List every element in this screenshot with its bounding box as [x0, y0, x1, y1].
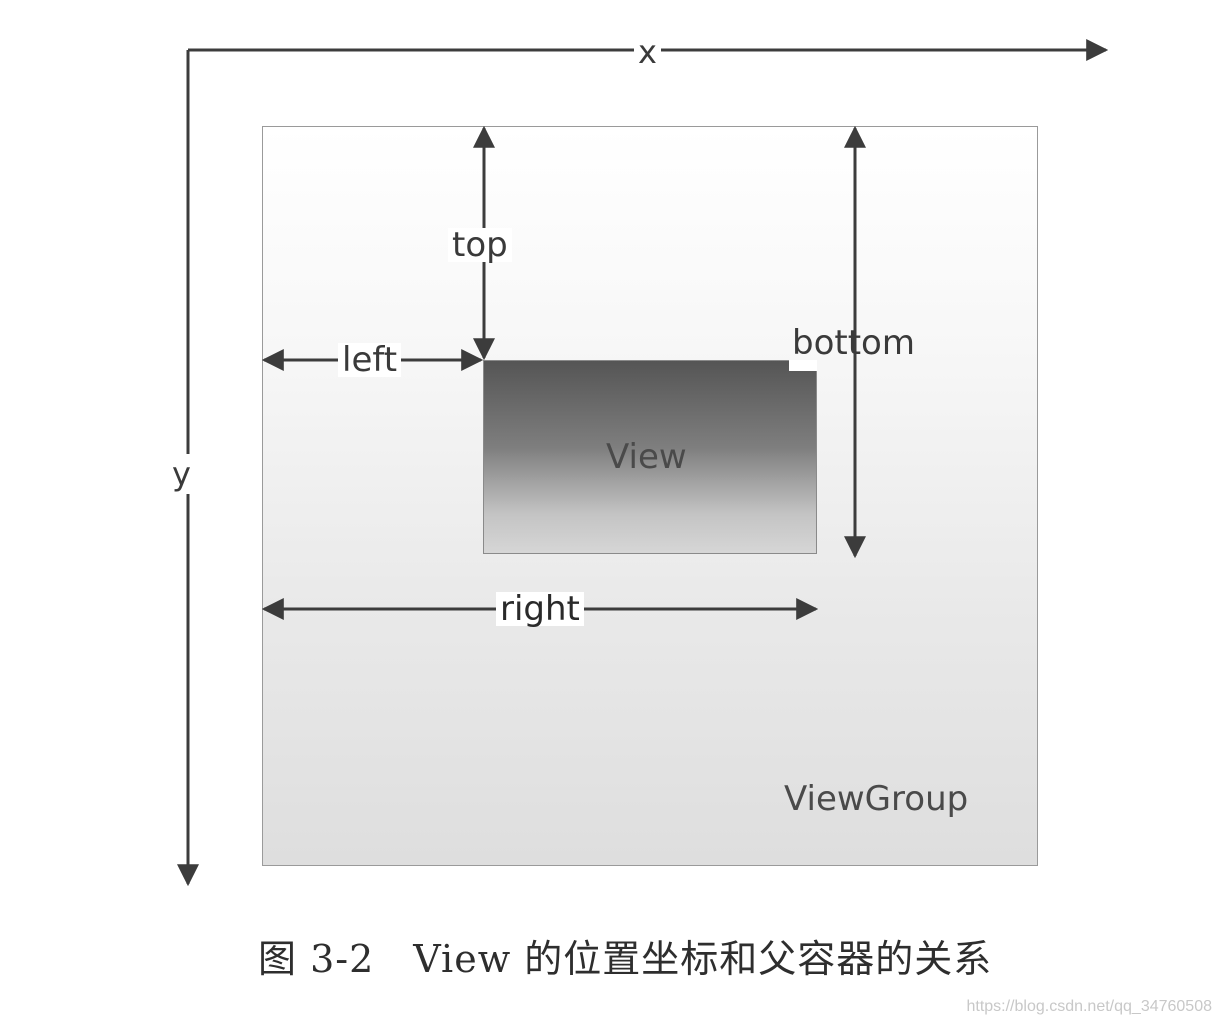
view-label: View	[606, 437, 687, 477]
watermark-text: https://blog.csdn.net/qq_34760508	[966, 998, 1212, 1015]
right-label: right	[496, 592, 584, 626]
view-box	[483, 360, 817, 554]
viewgroup-label: ViewGroup	[784, 779, 969, 819]
left-label: left	[338, 343, 402, 377]
view-box-notch	[789, 360, 817, 371]
figure-caption: 图 3-2 View 的位置坐标和父容器的关系	[258, 937, 993, 981]
bottom-label: bottom	[792, 323, 915, 363]
x-axis-label: x	[634, 36, 661, 68]
y-axis-label: y	[170, 454, 193, 494]
top-label: top	[448, 228, 512, 262]
